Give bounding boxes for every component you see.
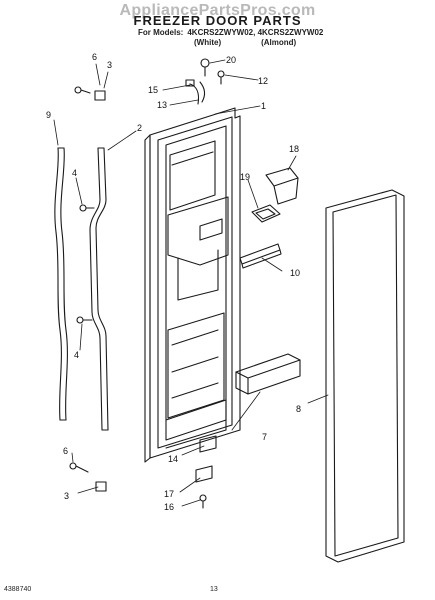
wire-harness [185, 79, 205, 105]
callout-9: 9 [46, 110, 51, 120]
door-panel [144, 107, 241, 463]
hinge-top [74, 86, 106, 101]
leader-lines [53, 59, 329, 507]
color-white: (White) [194, 38, 222, 47]
chute-18 [265, 167, 299, 205]
door-bin-7 [235, 353, 301, 395]
callout-18: 18 [289, 144, 299, 154]
callout-6-bottom: 6 [63, 446, 68, 456]
models-prefix: For Models: [138, 28, 184, 37]
callout-labels: 6 3 9 2 4 1 20 12 15 13 18 19 10 4 8 7 1… [46, 52, 301, 512]
callout-12: 12 [258, 76, 268, 86]
callout-19: 19 [240, 172, 250, 182]
callout-14: 14 [168, 454, 178, 464]
model-info: For Models: 4KCRS2ZWYW02, 4KCRS2ZWYW02 (… [138, 28, 324, 47]
callout-16: 16 [164, 502, 174, 512]
page-title: FREEZER DOOR PARTS [133, 13, 302, 28]
hinge-bottom [69, 462, 107, 492]
document-code: 4388740 [4, 586, 32, 593]
bracket-17 [195, 465, 213, 483]
flap-19 [251, 204, 281, 223]
color-almond: (Almond) [261, 38, 297, 47]
callout-13: 13 [157, 100, 167, 110]
handle-mount-2 [89, 147, 109, 431]
callout-2: 2 [137, 123, 142, 133]
watermark: AppliancePartsPros.com [119, 2, 316, 19]
callout-1: 1 [261, 101, 266, 111]
screw-12 [217, 70, 225, 85]
screw-20 [200, 58, 210, 77]
screw-4-lower [76, 316, 93, 324]
callout-6-top: 6 [92, 52, 97, 62]
screw-4-upper [79, 204, 95, 212]
callout-4-upper: 4 [72, 168, 77, 178]
callout-20: 20 [226, 55, 236, 65]
trim-10 [239, 243, 282, 269]
door-handle-9 [54, 147, 68, 421]
door-gasket-8 [325, 189, 405, 563]
callout-8: 8 [296, 404, 301, 414]
callout-7: 7 [262, 432, 267, 442]
page-number: 13 [210, 586, 218, 593]
callout-3-bottom: 3 [64, 491, 69, 501]
callout-15: 15 [148, 85, 158, 95]
callout-10: 10 [290, 268, 300, 278]
callout-3-top: 3 [107, 60, 112, 70]
screw-16 [199, 494, 207, 509]
callout-17: 17 [164, 489, 174, 499]
callout-4-lower: 4 [74, 350, 79, 360]
models-value: 4KCRS2ZWYW02, 4KCRS2ZWYW02 [187, 28, 324, 37]
